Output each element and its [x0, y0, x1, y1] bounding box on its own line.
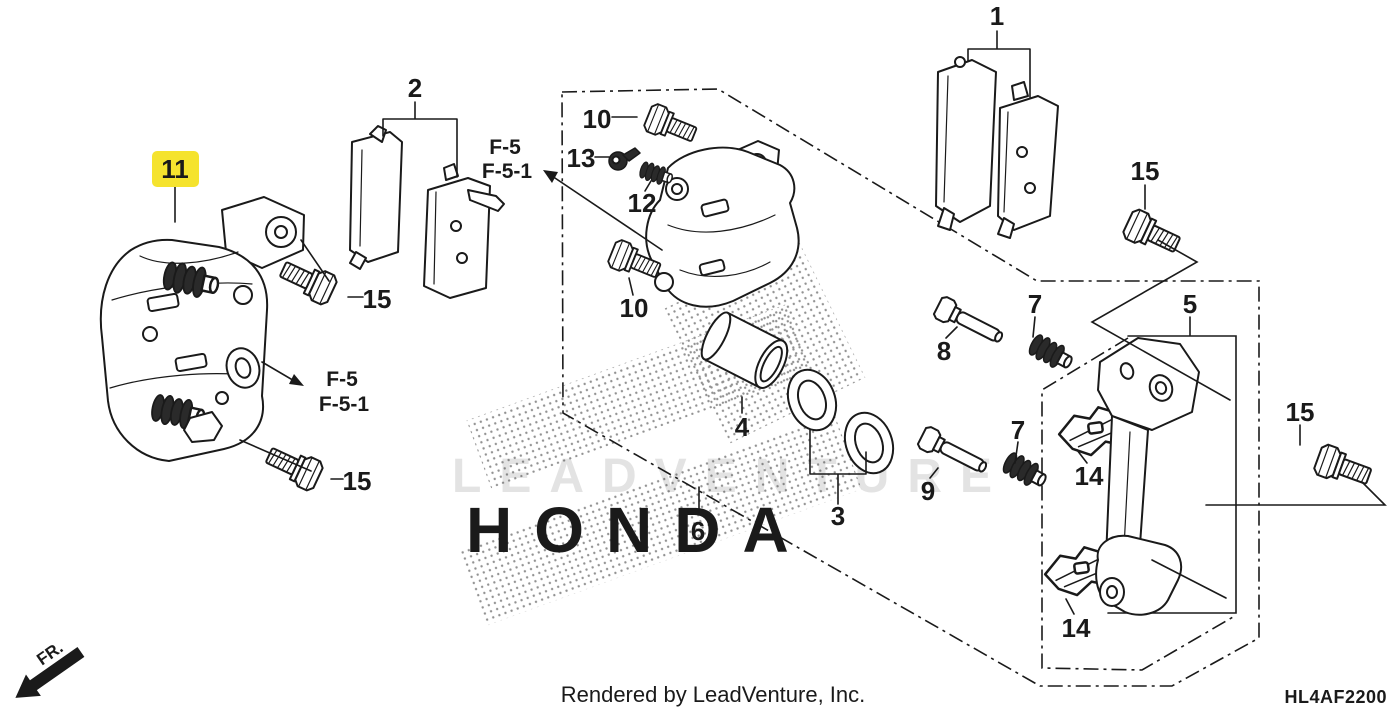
mount-bolt-10-top: [641, 101, 701, 150]
bracket-bolt-15c: [1120, 206, 1185, 261]
callout-14-top[interactable]: 14: [1075, 461, 1104, 491]
caliper-bolt-15b: [261, 439, 326, 494]
callout-1[interactable]: 1: [990, 1, 1004, 31]
caliper-assembly-center: [645, 140, 800, 308]
brake-pad-set-left: [349, 125, 505, 299]
piston-4: [700, 311, 789, 389]
callout-3[interactable]: 3: [831, 501, 845, 531]
ref-left-line1[interactable]: F-5: [326, 368, 358, 391]
front-direction-marker: FR.: [15, 638, 85, 698]
callout-4[interactable]: 4: [735, 412, 750, 442]
callout-12[interactable]: 12: [628, 188, 657, 218]
render-credit: Rendered by LeadVenture, Inc.: [561, 682, 866, 707]
ref-left-line2[interactable]: F-5-1: [319, 393, 369, 416]
callout-15-lower-left[interactable]: 15: [343, 466, 372, 496]
callout-15-upper-left[interactable]: 15: [363, 284, 392, 314]
arrowhead-ref-top: [543, 170, 558, 183]
callout-leader-lines: [174, 30, 1387, 615]
caliper-assembly-left: [99, 196, 305, 462]
caliper-bracket-5: [1095, 337, 1200, 616]
brake-pad-set-right: [935, 56, 1059, 239]
ref-top-line2[interactable]: F-5-1: [482, 160, 532, 183]
callout-labels: 1 2 3 4 5 6 7 7 8 9 10 10 11 12 13 14 14…: [152, 1, 1314, 643]
section-reference-top: F-5 F-5-1: [482, 136, 532, 183]
callout-9[interactable]: 9: [921, 476, 935, 506]
callout-8[interactable]: 8: [937, 336, 951, 366]
callout-6[interactable]: 6: [691, 516, 705, 546]
front-arrow-icon: [15, 647, 85, 698]
callout-2[interactable]: 2: [408, 73, 422, 103]
callout-15-upper-right[interactable]: 15: [1131, 156, 1160, 186]
callout-11-highlighted[interactable]: 11: [161, 154, 189, 184]
callout-7-bottom[interactable]: 7: [1011, 415, 1025, 445]
subassembly-boundary-caliper: [561, 88, 1260, 687]
callout-11-highlight: [152, 151, 199, 187]
callout-13[interactable]: 13: [567, 143, 596, 173]
callout-7-top[interactable]: 7: [1028, 289, 1042, 319]
callout-15-lower-right[interactable]: 15: [1286, 397, 1315, 427]
callout-10-bottom[interactable]: 10: [620, 293, 649, 323]
callout-14-bottom[interactable]: 14: [1062, 613, 1091, 643]
watermark-honda: HONDA: [466, 494, 811, 566]
callout-5[interactable]: 5: [1183, 289, 1197, 319]
pin-boot-7-top: [1025, 331, 1078, 375]
diagram-part-code: HL4AF2200: [1284, 687, 1387, 707]
halftone-band-lower: [458, 414, 862, 626]
ref-top-line1[interactable]: F-5: [489, 136, 521, 159]
bracket-callout-box: [1107, 335, 1237, 614]
callout-10-top[interactable]: 10: [583, 104, 612, 134]
arrowhead-ref-left: [289, 374, 304, 386]
section-reference-left: F-5 F-5-1: [319, 368, 369, 416]
bleed-valve-13: [608, 147, 641, 171]
subassembly-boundary-bracket: [1041, 337, 1234, 671]
